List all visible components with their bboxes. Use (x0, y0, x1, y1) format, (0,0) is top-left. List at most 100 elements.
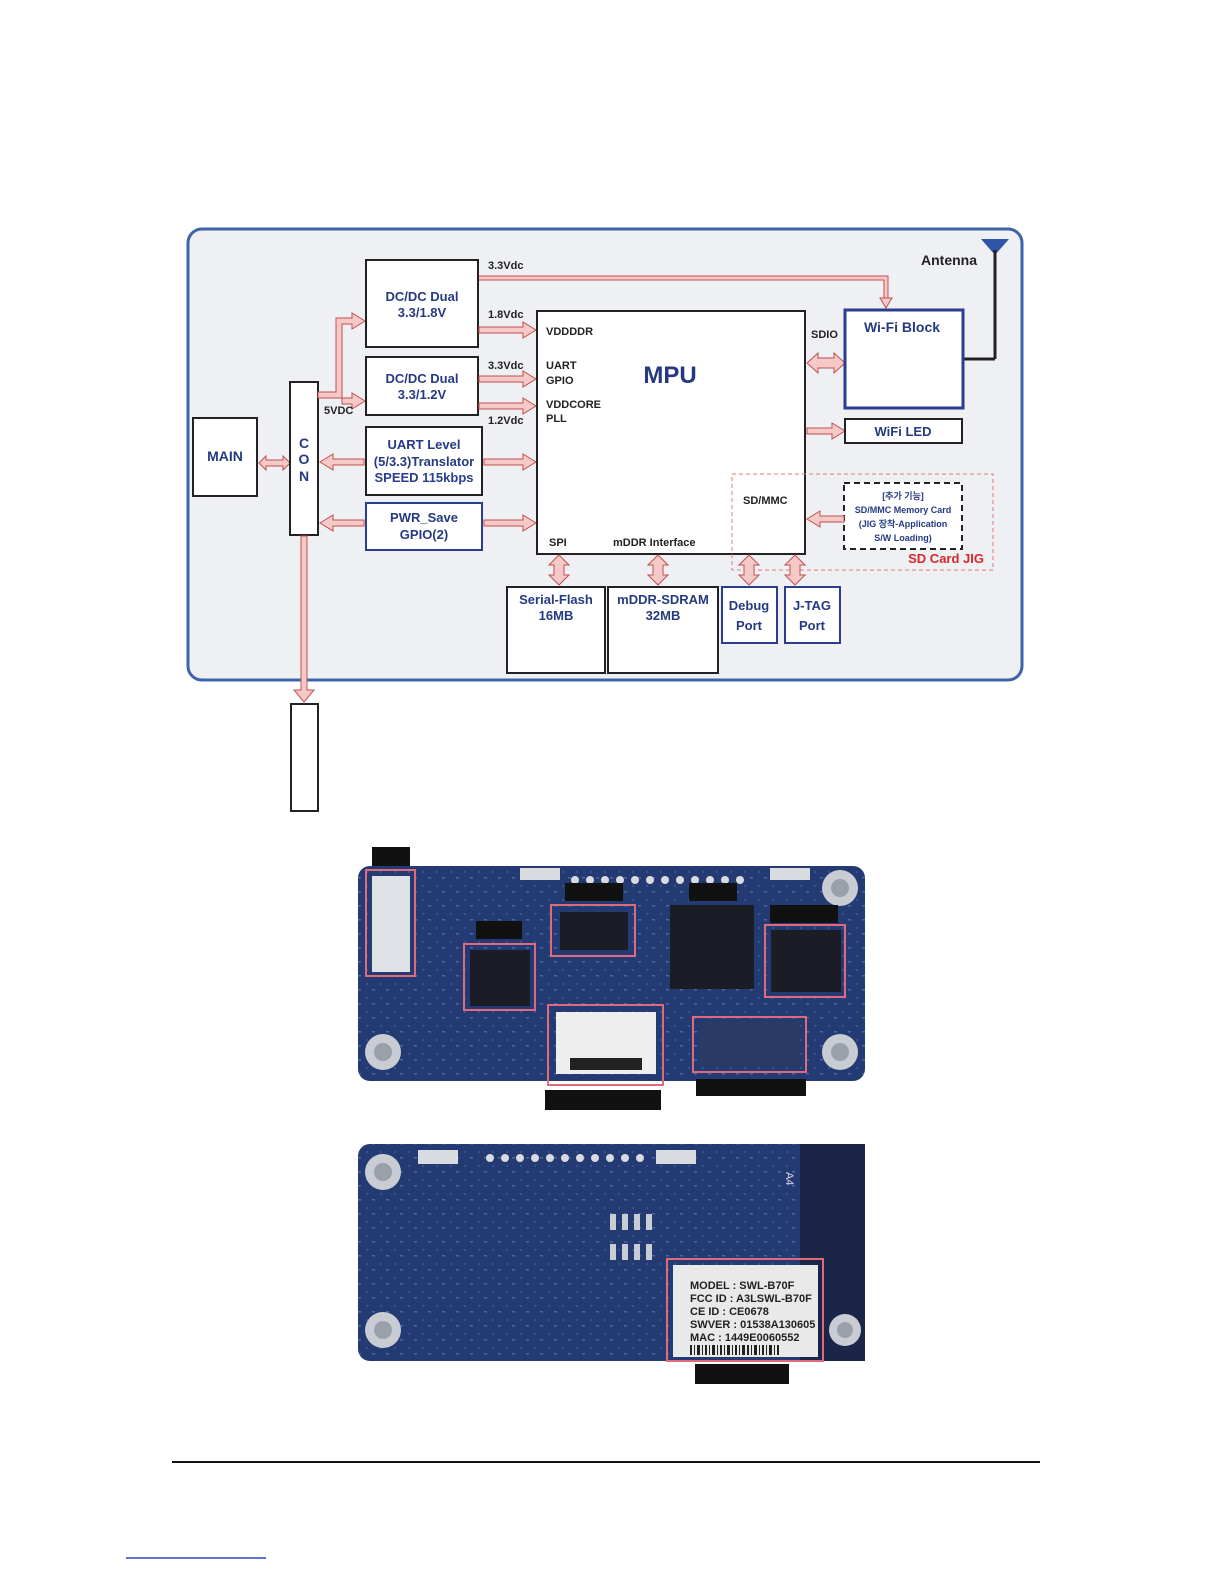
dcdc-3v3-1v8-block (365, 259, 479, 348)
con-block (289, 381, 319, 536)
debug-port-block (721, 586, 778, 644)
debug-line2: Port (736, 618, 763, 633)
wifi-block-label: Wi-Fi Block (864, 319, 940, 335)
mpu-pll: PLL (546, 413, 567, 425)
sdram-line2: 32MB (646, 608, 681, 623)
v33-top-label: 3.3Vdc (488, 260, 523, 272)
uart-arrows (319, 453, 537, 471)
black-callout-label (695, 1364, 789, 1384)
power-section (700, 1022, 800, 1066)
antenna-chip (372, 876, 410, 972)
mpu-mddr: mDDR Interface (613, 537, 696, 549)
label-swver: SWVER : 01538A130605 (690, 1319, 815, 1331)
silkscreen-text: A4 (783, 1172, 795, 1185)
jtag-port-block (784, 586, 841, 644)
header-pads (520, 868, 810, 884)
mpu-vddddr: VDDDDR (546, 326, 593, 338)
black-callout-top-left (372, 847, 410, 867)
wifi-led-arrow (806, 422, 846, 440)
dcdc1-line2: 3.3/1.8V (398, 305, 447, 320)
v18-label: 1.8Vdc (488, 309, 523, 321)
3v3-wifi-line (479, 275, 893, 309)
sd-card-line3: (JIG 장착-Application (859, 518, 948, 529)
mount-hole (374, 1043, 392, 1061)
antenna-icon (963, 239, 1009, 361)
power-section-highlight (692, 1016, 807, 1073)
mpu-uart: UART (546, 360, 577, 372)
black-callout-connector (545, 1090, 661, 1110)
pcb-photo-bottom: A4 MODEL : SWL-B70F FCC ID : A3LSWL-B70F… (358, 1144, 865, 1384)
product-label (673, 1265, 818, 1357)
mount-hole (831, 1043, 849, 1061)
jtag-line2: Port (799, 618, 826, 633)
mount-hole (374, 1163, 392, 1181)
sd-card-arrow (806, 510, 845, 528)
wifi-led-block (844, 418, 963, 444)
wifi-block (843, 308, 965, 410)
mpu-block (536, 310, 806, 555)
pwr-arrows (319, 514, 537, 532)
flash-line2: 16MB (539, 608, 574, 623)
sdram-block (607, 586, 719, 674)
black-callout-power (696, 1079, 806, 1096)
5vdc-feed-arrows (317, 312, 366, 410)
con-letter-n: N (299, 468, 309, 484)
label-fcc: FCC ID : A3LSWL-B70F (690, 1293, 812, 1305)
main-label: MAIN (207, 448, 243, 464)
sd-card-line1: [추가 기능] (882, 490, 924, 501)
wifi-led-label: WiFi LED (875, 424, 932, 439)
label-ce: CE ID : CE0678 (690, 1306, 769, 1318)
uart-line3: SPEED 115kbps (375, 470, 474, 485)
mpu-chip (670, 905, 754, 989)
uart-translator-block (365, 426, 483, 496)
con-letter-o: O (299, 451, 310, 467)
dcdc2-line2: 3.3/1.2V (398, 387, 447, 402)
mount-hole (837, 1322, 853, 1338)
main-block (192, 417, 258, 497)
wifi-chip (470, 950, 530, 1006)
mpu-sdmmc: SD/MMC (743, 495, 788, 507)
flash-chip (560, 912, 628, 950)
mpu-vddcore: VDDCORE (546, 399, 601, 411)
v12-label: 1.2Vdc (488, 415, 523, 427)
serial-flash-block (506, 586, 606, 674)
mpu-gpio: GPIO (546, 375, 574, 387)
uart-line1: UART Level (388, 437, 461, 452)
header-pads-bottom (418, 1150, 696, 1164)
antenna-label: Antenna (921, 252, 977, 268)
black-callout-mpu (689, 883, 737, 901)
mpu-title: MPU (643, 362, 696, 389)
black-callout-sdram (770, 905, 838, 923)
bottom-bus-arrows (547, 554, 807, 586)
sd-card-jig-region (731, 473, 994, 571)
mount-hole (374, 1321, 392, 1339)
dcdc-3v3-1v2-block (365, 356, 479, 416)
power-arrows (478, 321, 537, 415)
5vdc-label: 5VDC (324, 405, 353, 417)
connector-highlight (547, 1004, 664, 1086)
wifi-chip-highlight (463, 943, 536, 1011)
uart-line2: (5/3.3)Translator (374, 454, 474, 469)
black-callout-flash (565, 883, 623, 901)
sdram-chip (771, 930, 841, 992)
connector-slot (570, 1058, 642, 1070)
con-down-arrow (292, 535, 316, 703)
sdram-chip-highlight (764, 924, 846, 998)
barcode (690, 1345, 779, 1355)
sd-card-jig-label: SD Card JIG (908, 551, 984, 566)
dcdc1-line1: DC/DC Dual (386, 289, 459, 304)
antenna-chip-highlight (365, 869, 416, 977)
pwr-save-block (365, 502, 483, 551)
black-callout-wifi (476, 921, 522, 939)
debug-line1: Debug (729, 598, 770, 613)
label-model: MODEL : SWL-B70F (690, 1280, 795, 1292)
mount-hole (831, 879, 849, 897)
mpu-spi: SPI (549, 537, 567, 549)
con-letter-c: C (299, 435, 309, 451)
sd-card-line2: SD/MMC Memory Card (855, 505, 952, 515)
sdram-line1: mDDR-SDRAM (617, 592, 709, 607)
label-mac: MAC : 1449E0060552 (690, 1332, 799, 1344)
dcdc2-line1: DC/DC Dual (386, 371, 459, 386)
external-connector-block (290, 703, 319, 812)
